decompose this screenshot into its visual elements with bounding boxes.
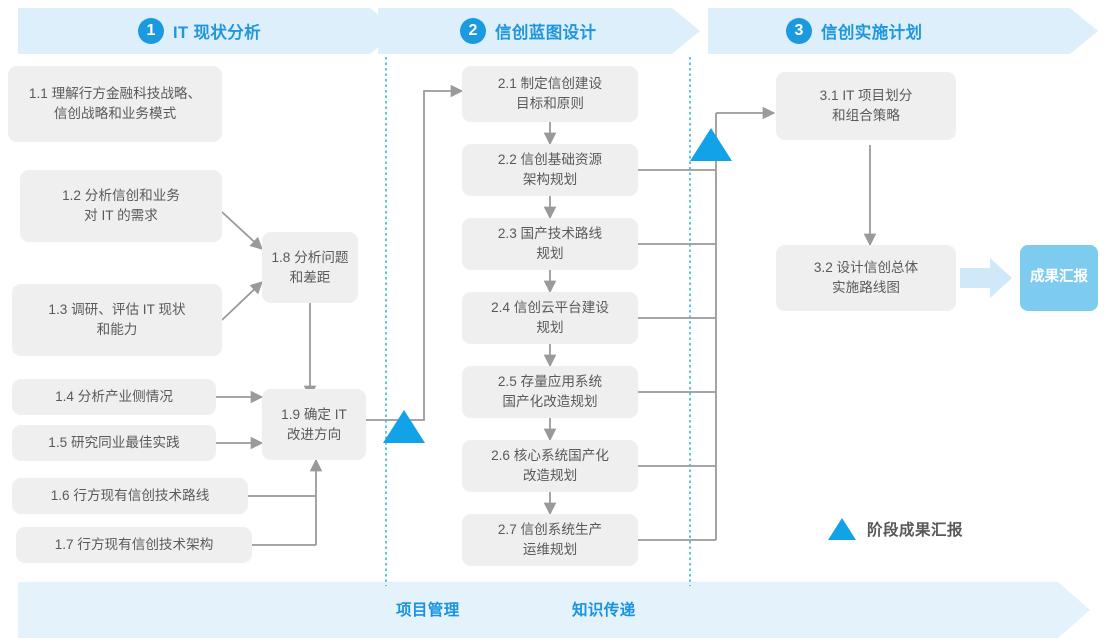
task-line: 运维规划 xyxy=(522,542,578,557)
phase-1-banner xyxy=(18,8,398,54)
task-line: 和组合策略 xyxy=(832,108,900,123)
task-box-1-2[interactable]: 1.2 分析信创和业务对 IT 的需求 xyxy=(20,170,222,242)
task-line: 架构规划 xyxy=(522,172,578,187)
phase-title-3: 信创实施计划 xyxy=(821,24,923,42)
task-box-2-1[interactable]: 2.1 制定信创建设目标和原则 xyxy=(462,66,638,122)
task-box-1-1[interactable]: 1.1 理解行方金融科技战略、信创战略和业务模式 xyxy=(8,66,222,142)
phase-number-badge-1: 1 xyxy=(138,18,164,44)
wire-1.2-to-1.8 xyxy=(221,211,263,250)
task-box-1-3[interactable]: 1.3 调研、评估 IT 现状和能力 xyxy=(12,284,222,356)
task-line: 规划 xyxy=(536,320,564,335)
milestone-triangle-phase1 xyxy=(383,410,425,443)
task-line: 2.2 信创基础资源 xyxy=(497,152,603,168)
task-box-1-6[interactable]: 1.6 行方现有信创技术路线 xyxy=(12,478,248,514)
milestone-triangle-phase2 xyxy=(690,128,732,161)
task-line: 1.1 理解行方金融科技战略、 xyxy=(28,86,202,102)
phase-header-1[interactable]: 1 IT 现状分析 xyxy=(138,18,261,44)
phase-number-badge-2: 2 xyxy=(460,18,486,44)
triangle-up-icon xyxy=(828,518,856,540)
task-box-1-8[interactable]: 1.8 分析问题和差距 xyxy=(262,232,358,303)
result-report-chip[interactable]: 成果汇报 xyxy=(1020,245,1098,311)
task-line: 信创战略和业务模式 xyxy=(53,106,177,121)
task-line: 2.3 国产技术路线 xyxy=(497,226,603,242)
task-line: 规划 xyxy=(536,246,564,261)
task-box-3-1[interactable]: 3.1 IT 项目划分和组合策略 xyxy=(776,72,956,140)
task-line: 和差距 xyxy=(289,269,331,285)
task-box-1-4[interactable]: 1.4 分析产业侧情况 xyxy=(12,379,216,415)
task-line: 2.4 信创云平台建设 xyxy=(491,300,609,316)
phase-2-banner xyxy=(378,8,700,54)
task-box-2-3[interactable]: 2.3 国产技术路线规划 xyxy=(462,218,638,270)
task-line: 3.2 设计信创总体 xyxy=(813,260,919,276)
result-line: 汇报 xyxy=(1059,269,1088,286)
task-line: 3.1 IT 项目划分 xyxy=(819,88,913,104)
task-box-1-7[interactable]: 1.7 行方现有信创技术架构 xyxy=(16,527,252,563)
phase-number-badge-3: 3 xyxy=(786,18,812,44)
task-line: 1.6 行方现有信创技术路线 xyxy=(50,488,210,504)
footer-label-project-management[interactable]: 项目管理 xyxy=(396,602,460,619)
wire-1.3-to-1.8 xyxy=(221,281,263,321)
task-box-3-2[interactable]: 3.2 设计信创总体实施路线图 xyxy=(776,245,956,311)
task-line: 1.7 行方现有信创技术架构 xyxy=(54,537,214,553)
task-line: 2.6 核心系统国产化 xyxy=(491,448,609,464)
result-line: 成果 xyxy=(1030,269,1059,286)
phase-header-3[interactable]: 3 信创实施计划 xyxy=(786,18,922,44)
task-line: 1.3 调研、评估 IT 现状 xyxy=(48,302,186,318)
task-line: 对 IT 的需求 xyxy=(84,208,158,223)
task-line: 1.9 确定 IT xyxy=(281,406,347,422)
task-line: 2.1 制定信创建设 xyxy=(497,76,603,92)
legend-label: 阶段成果汇报 xyxy=(867,522,964,539)
task-box-2-2[interactable]: 2.2 信创基础资源架构规划 xyxy=(462,144,638,196)
task-line: 改进方向 xyxy=(286,426,342,442)
task-box-2-6[interactable]: 2.6 核心系统国产化改造规划 xyxy=(462,440,638,492)
task-box-2-5[interactable]: 2.5 存量应用系统国产化改造规划 xyxy=(462,366,638,418)
task-line: 1.8 分析问题 xyxy=(271,249,349,265)
task-box-1-9[interactable]: 1.9 确定 IT 改进方向 xyxy=(262,389,366,460)
task-box-2-4[interactable]: 2.4 信创云平台建设规划 xyxy=(462,292,638,344)
phase-header-2[interactable]: 2 信创蓝图设计 xyxy=(460,18,596,44)
task-line: 目标和原则 xyxy=(516,96,584,111)
task-line: 2.7 信创系统生产 xyxy=(497,522,603,538)
task-line: 1.2 分析信创和业务 xyxy=(62,188,180,204)
task-line: 1.4 分析产业侧情况 xyxy=(55,389,173,405)
task-box-2-7[interactable]: 2.7 信创系统生产运维规划 xyxy=(462,514,638,566)
result-arrow-icon xyxy=(960,258,1012,298)
task-line: 2.5 存量应用系统 xyxy=(497,374,603,390)
task-line: 实施路线图 xyxy=(832,280,900,295)
phase-title-1: IT 现状分析 xyxy=(173,24,262,42)
legend-milestone: 阶段成果汇报 xyxy=(828,518,963,540)
footer-label-knowledge-transfer[interactable]: 知识传递 xyxy=(572,602,636,619)
task-line: 国产化改造规划 xyxy=(502,394,598,409)
footer-banner xyxy=(18,582,1090,638)
task-box-1-5[interactable]: 1.5 研究同业最佳实践 xyxy=(12,425,216,461)
wire-1.9-to-2.1 xyxy=(366,84,464,421)
phase-title-2: 信创蓝图设计 xyxy=(495,24,597,42)
task-line: 和能力 xyxy=(96,322,138,337)
task-line: 改造规划 xyxy=(522,468,578,483)
task-line: 1.5 研究同业最佳实践 xyxy=(48,435,180,451)
